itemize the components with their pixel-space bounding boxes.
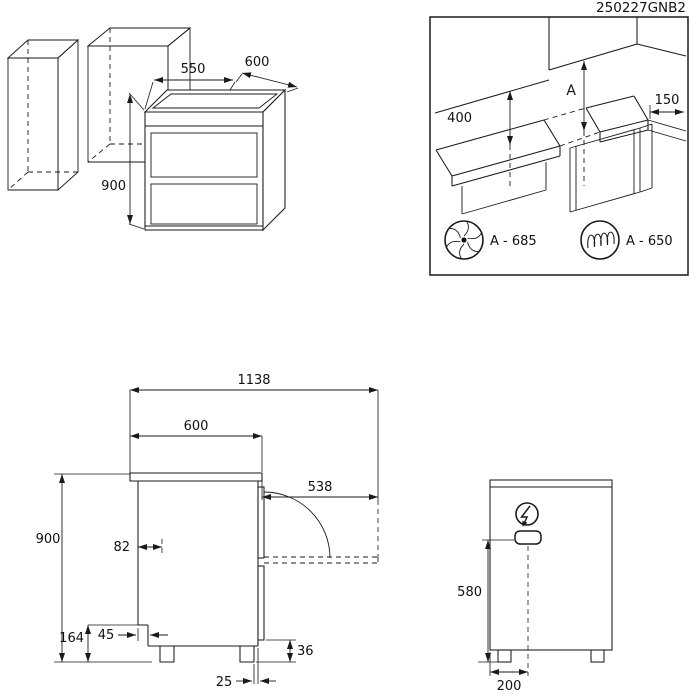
clearance-stand: [569, 123, 653, 213]
rear-dim-200: 200: [489, 546, 529, 694]
side-dim-164: 164: [59, 624, 148, 662]
clearance-right-counter: [585, 95, 687, 143]
clearance-a-label: A: [566, 83, 576, 99]
doc-code: 250227GNB2: [596, 0, 686, 16]
coil-icon: [580, 220, 620, 260]
rear-view: 580 200: [457, 479, 613, 694]
rear-580-label: 580: [457, 585, 482, 600]
terminal-box: [514, 530, 542, 545]
iso-cooker: [143, 88, 287, 232]
clearance-left-counter: [435, 119, 561, 215]
iso-dim-550: 550: [144, 62, 236, 110]
iso-left-cabinet: [6, 38, 80, 192]
side-view: 1138 600 538 900: [36, 373, 379, 690]
clearance-400-label: 400: [447, 111, 472, 126]
side-dim-1138: 1138: [129, 373, 379, 557]
iso-dim-900: 900: [101, 92, 145, 230]
side-dim-82: 82: [113, 539, 163, 556]
side-dim-600: 600: [130, 419, 263, 472]
side-45-label: 45: [98, 628, 115, 643]
iso-view: 550 600 900: [6, 27, 299, 232]
clearance-150-label: 150: [655, 93, 680, 108]
side-600-label: 600: [184, 419, 209, 434]
side-dim-538: 538: [261, 480, 378, 500]
rear-dim-580: 580: [457, 539, 514, 663]
side-dim-45: 45: [98, 628, 168, 643]
side-dim-25: 25: [216, 648, 276, 690]
iso-dim-600: 600: [235, 55, 299, 93]
side-82-label: 82: [113, 540, 130, 555]
side-538-label: 538: [308, 480, 333, 495]
hood-value-label: A - 685: [490, 234, 537, 249]
iso-height-label: 900: [101, 179, 126, 194]
electrical-connection: [514, 502, 542, 545]
lightning-icon: [515, 502, 539, 527]
clearance-hob-dashed: [543, 107, 601, 147]
coil-option: A - 650: [580, 220, 673, 260]
rear-body: [489, 479, 613, 663]
clearance-wall-cabinet: [434, 17, 687, 114]
clearance-box-border: [429, 16, 689, 276]
hood-option: A - 685: [444, 220, 537, 260]
side-dim-900: 900: [36, 473, 152, 663]
clearance-diagram: 400 A 150 A - 685: [429, 16, 689, 276]
side-dim-36: 36: [256, 639, 314, 663]
side-164-label: 164: [59, 631, 84, 646]
iso-depth-label: 550: [181, 62, 206, 77]
side-25-label: 25: [216, 675, 233, 690]
iso-width-label: 600: [245, 55, 270, 70]
side-900-label: 900: [36, 532, 61, 547]
fan-icon: [444, 220, 484, 260]
side-cooker-body: [129, 472, 379, 663]
side-36-label: 36: [297, 644, 314, 659]
side-1138-label: 1138: [237, 373, 270, 388]
clearance-dim-a: A: [566, 61, 587, 186]
clearance-dim-400: 400: [447, 91, 513, 190]
coil-value-label: A - 650: [626, 234, 673, 249]
rear-200-label: 200: [497, 679, 522, 694]
clearance-dim-150: 150: [649, 93, 684, 119]
